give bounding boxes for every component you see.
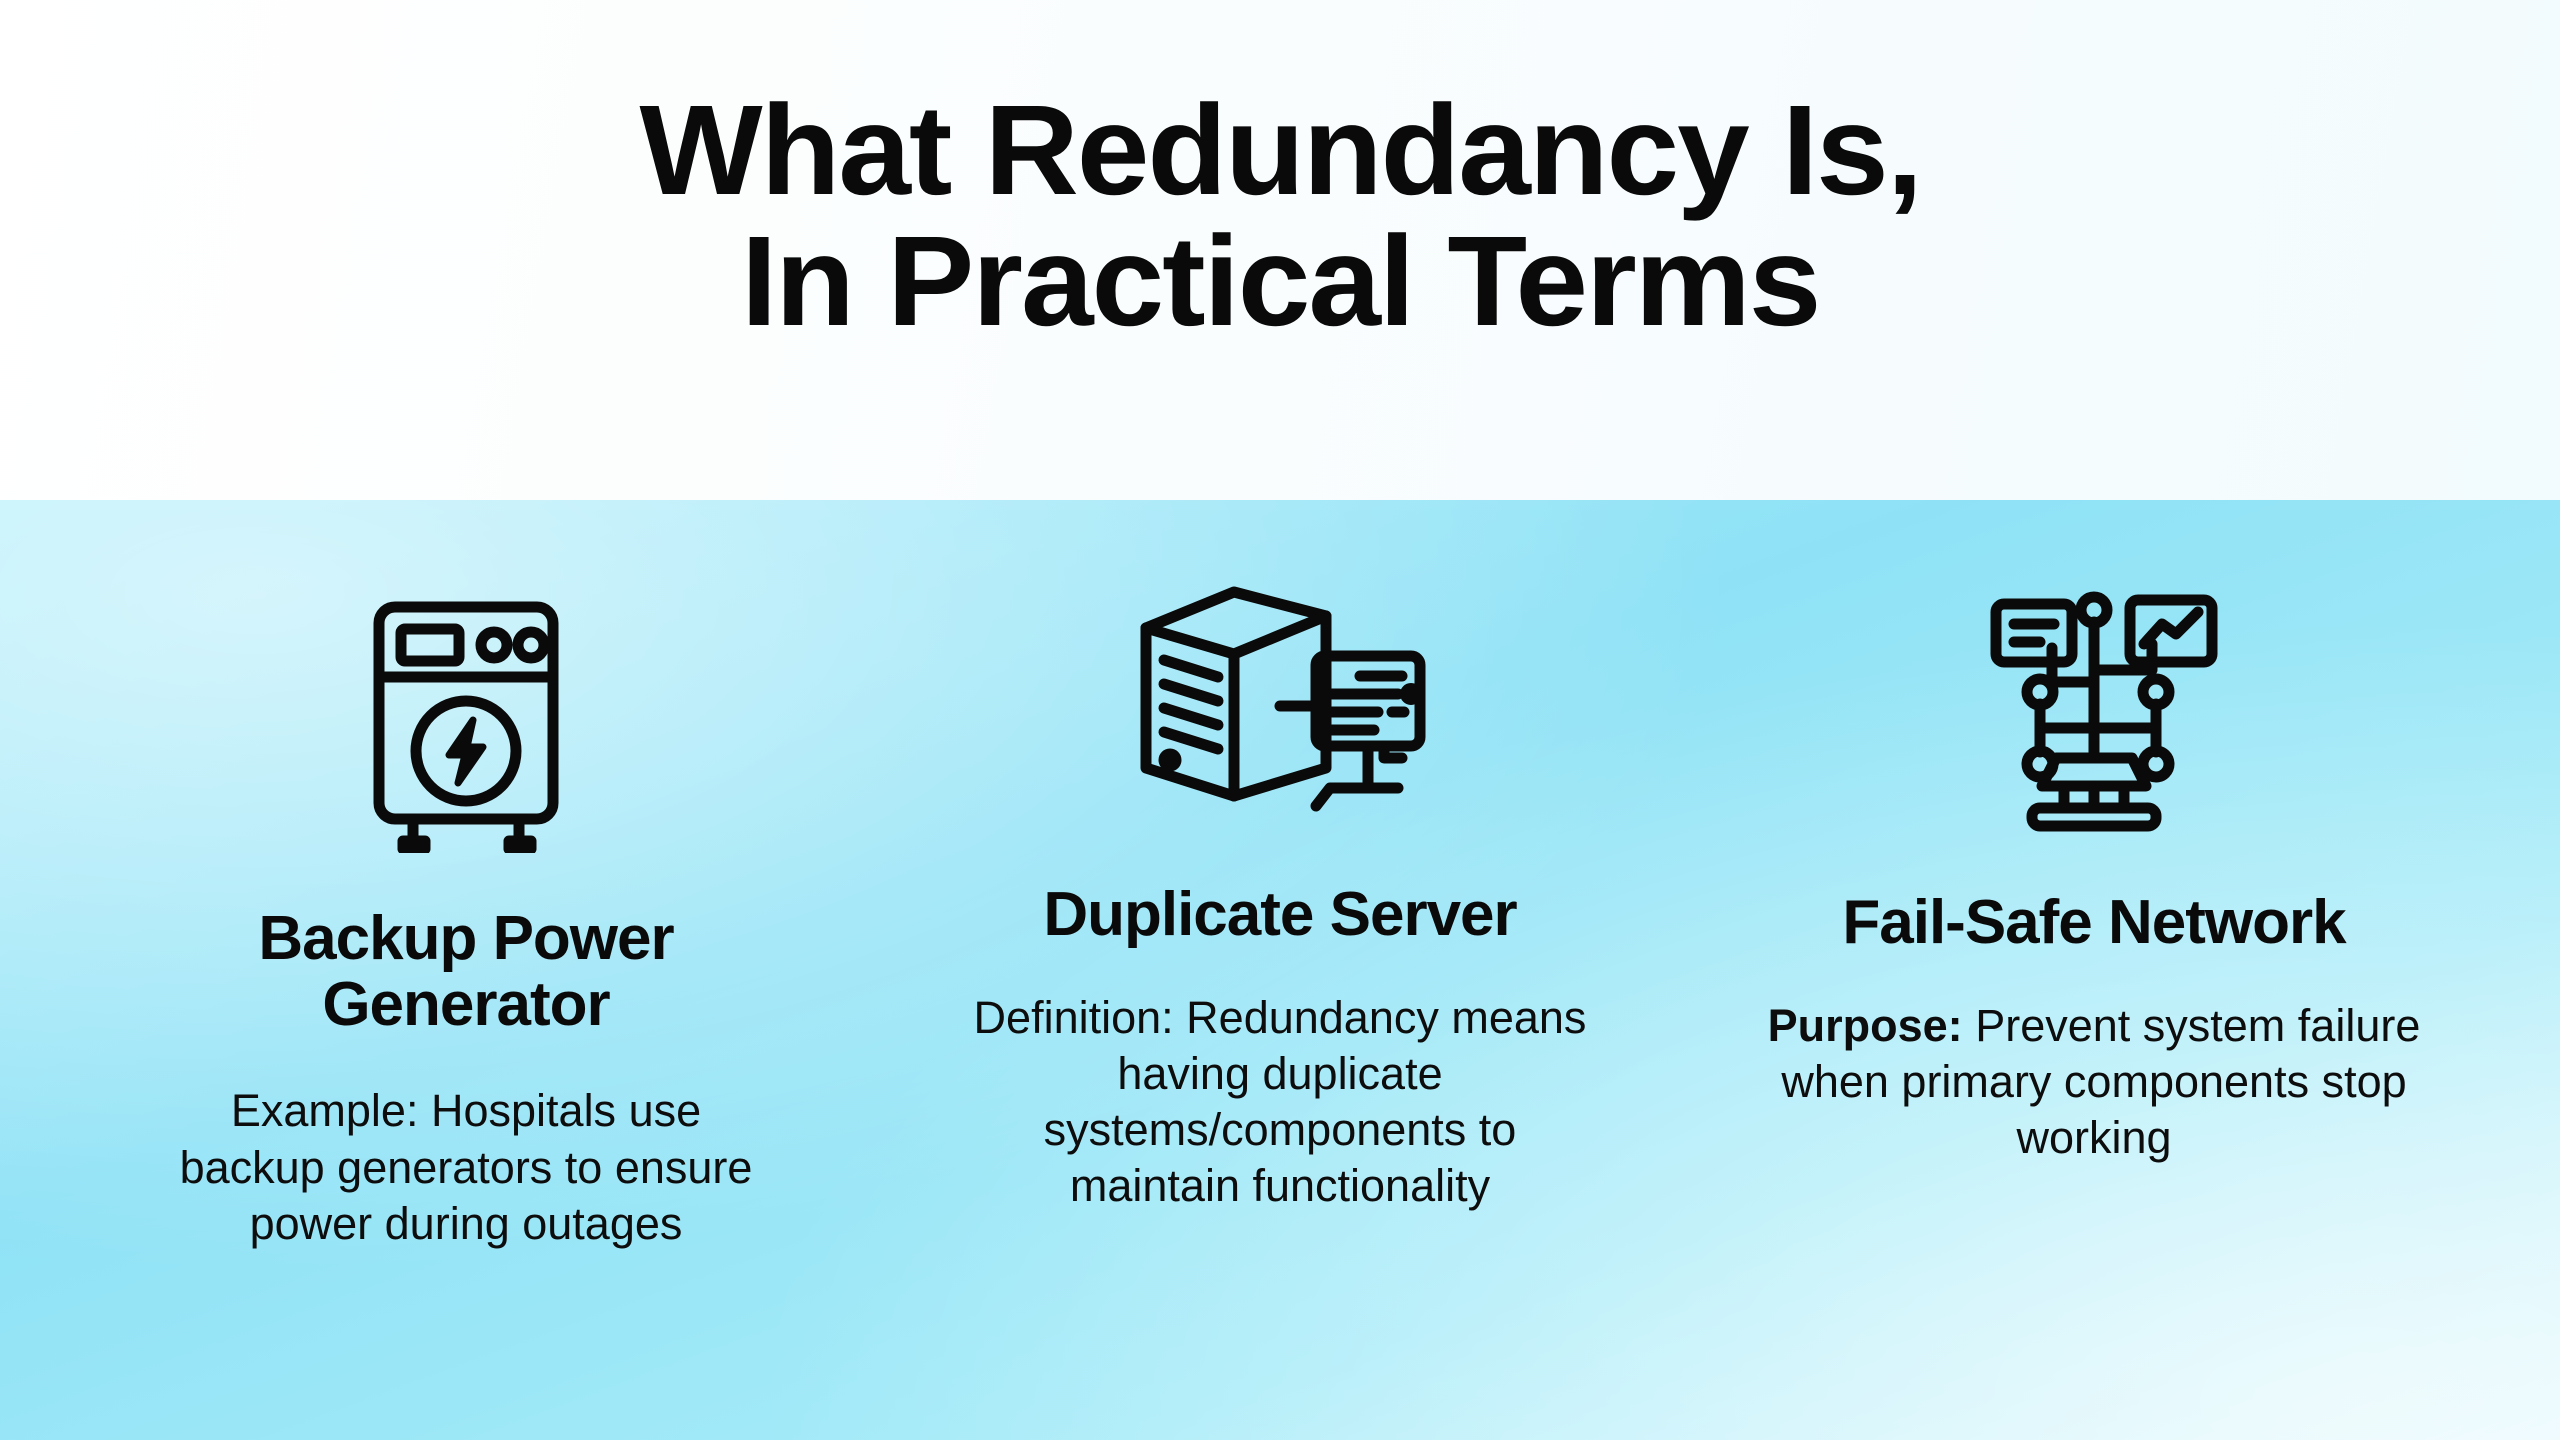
page-title: What Redundancy Is, In Practical Terms [639,79,1923,353]
card-lead-fail-safe-network: Purpose: [1767,999,1963,1051]
card-backup-power-generator: Backup Power Generator Example: Hospital… [96,558,836,1252]
fail-safe-network-icon [1944,546,2244,876]
card-lead-backup-power-generator: Example: [230,1085,419,1137]
card-body-backup-power-generator: Example: Hospitals use backup generators… [166,1083,766,1252]
card-title-fail-safe-network: Fail-Safe Network [1842,888,2346,957]
page-title-line-2: In Practical Terms [740,209,1821,353]
card-text-backup-power-generator: Hospitals use backup generators to ensur… [179,1085,753,1249]
card-title-backup-power-generator: Backup Power Generator [258,904,674,1039]
card-text-fail-safe-network: Prevent system failure when primary comp… [1781,999,2421,1164]
backup-power-generator-icon [361,558,571,888]
duplicate-server-icon [1130,536,1430,866]
header-band: What Redundancy Is, In Practical Terms [0,0,2560,500]
card-fail-safe-network: Fail-Safe Network Purpose: Prevent syste… [1724,546,2464,1166]
card-body-duplicate-server: Definition: Redundancy means having dupl… [960,990,1600,1215]
card-text-duplicate-server: Redundancy means having duplicate system… [1043,991,1587,1212]
cards-row: Backup Power Generator Example: Hospital… [0,500,2560,1440]
card-body-fail-safe-network: Purpose: Prevent system failure when pri… [1749,998,2439,1167]
card-duplicate-server: Duplicate Server Definition: Redundancy … [910,536,1650,1215]
card-lead-duplicate-server: Definition: [973,991,1174,1043]
page-title-line-1: What Redundancy Is, [639,79,1923,222]
card-title-duplicate-server: Duplicate Server [1043,880,1517,949]
